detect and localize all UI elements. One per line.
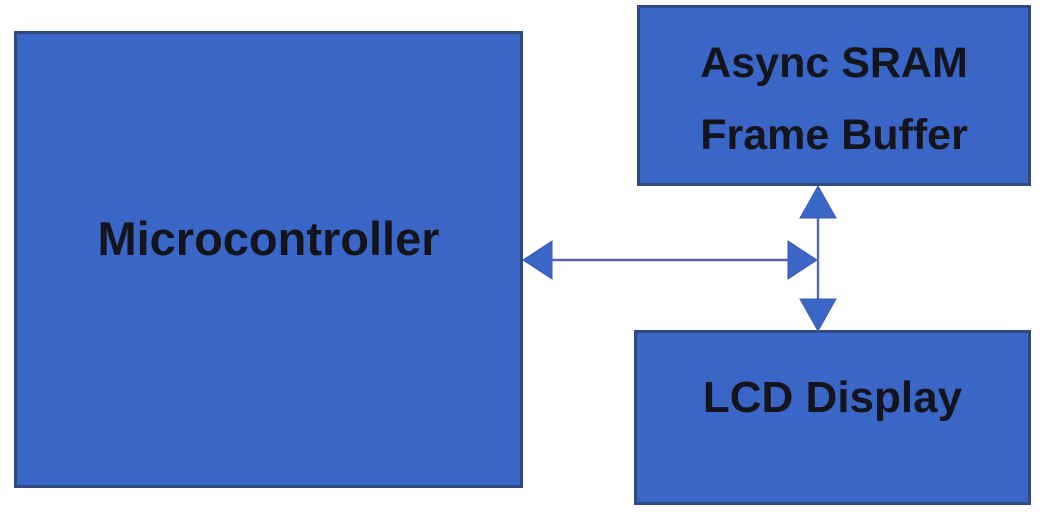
arrowhead-down-icon bbox=[799, 298, 837, 333]
mcu-bus-bidirectional-arrow bbox=[522, 240, 818, 280]
sram-label-line2: Frame Buffer bbox=[700, 110, 968, 159]
async-sram-frame-buffer-block: Async SRAM Frame Buffer bbox=[637, 5, 1031, 186]
lcd-display-label: LCD Display bbox=[702, 372, 963, 422]
arrowhead-right-icon bbox=[787, 240, 818, 280]
sram-label-line1: Async SRAM bbox=[700, 38, 968, 87]
arrowhead-left-icon bbox=[522, 240, 553, 280]
sram-lcd-bidirectional-arrow bbox=[799, 184, 837, 333]
microcontroller-label: Microcontroller bbox=[97, 212, 440, 265]
arrowhead-up-icon bbox=[799, 184, 837, 219]
lcd-display-block: LCD Display bbox=[634, 330, 1031, 505]
microcontroller-block: Microcontroller bbox=[14, 31, 523, 488]
